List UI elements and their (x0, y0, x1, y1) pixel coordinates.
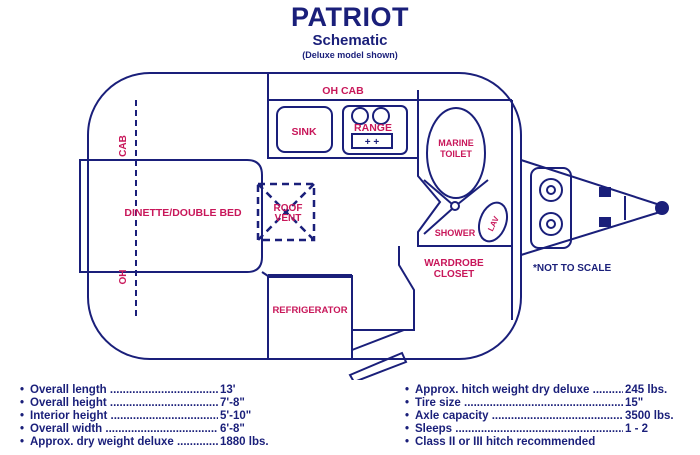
spec-row: •Axle capacity3500 lbs. (405, 410, 674, 423)
dinette-bed-outline (80, 159, 263, 273)
range-label: RANGE (354, 122, 392, 134)
spec-value: 1 - 2 (625, 423, 649, 435)
spec-label: Interior height (30, 410, 218, 423)
spec-value: 7'-8" (220, 397, 245, 409)
spec-label: Overall length (30, 384, 218, 397)
refrigerator-label: REFRIGERATOR (272, 305, 347, 316)
wardrobe-wall (352, 246, 415, 331)
shower-drain (450, 201, 460, 211)
spec-value: 15" (625, 397, 644, 409)
spec-row: •Class II or III hitch recommended (405, 436, 596, 448)
spec-value: 13' (220, 384, 236, 396)
roof-vent (256, 182, 316, 242)
dinette-end-panel (79, 159, 88, 273)
entry-step (351, 329, 405, 351)
marine-toilet-label-1: MARINE (438, 138, 474, 148)
jack-frame (530, 167, 572, 249)
spec-label: Tire size (415, 397, 623, 410)
hitch-ball (655, 201, 669, 215)
spec-label: Overall width (30, 423, 218, 436)
range-burner-symbols: + + (365, 137, 380, 148)
spec-label: Approx. hitch weight dry deluxe (415, 384, 623, 397)
door (348, 351, 408, 380)
page-title: PATRIOT (291, 2, 409, 32)
range-control-box (351, 133, 393, 149)
page-subtitle: Schematic (312, 32, 388, 49)
spec-value: 6'-8" (220, 423, 245, 435)
dinette-label: DINETTE/DOUBLE BED (124, 207, 242, 219)
shower-label: SHOWER (435, 228, 476, 238)
spec-row: •Overall height7'-8" (20, 397, 269, 410)
specs-left-list: •Overall length13' •Overall height7'-8" … (20, 384, 269, 449)
spec-value: 3500 lbs. (625, 410, 674, 422)
spec-row: •Approx. hitch weight dry deluxe245 lbs. (405, 384, 674, 397)
spec-row: •Approx. dry weight deluxe1880 lbs. (20, 436, 269, 449)
spec-value: 1880 lbs. (220, 436, 269, 448)
wardrobe-label-1: WARDROBE (424, 258, 484, 269)
safety-chain-block (599, 187, 611, 197)
spec-row: •Tire size15" (405, 397, 674, 410)
jack-wheel (539, 212, 563, 236)
spec-row: •Sleeps1 - 2 (405, 423, 674, 436)
safety-chain-block (599, 217, 611, 227)
lav-basin (477, 201, 509, 243)
specs-right-list: •Approx. hitch weight dry deluxe245 lbs.… (405, 384, 674, 449)
jack-wheel (539, 178, 563, 202)
range-burner (351, 107, 369, 125)
spec-row: •Overall length13' (20, 384, 269, 397)
spec-row: •Overall width6'-8" (20, 423, 269, 436)
sink-outline (276, 106, 333, 153)
spec-label: Axle capacity (415, 410, 623, 423)
toilet-bowl (426, 107, 486, 199)
trailer-outline (87, 72, 522, 360)
lav-label: LAV (486, 214, 501, 232)
oh-cab-label: OH CAB (322, 85, 364, 97)
cab-label: CAB (118, 135, 129, 157)
marine-toilet-label-2: TOILET (440, 149, 472, 159)
sink-label: SINK (291, 126, 317, 138)
range-burner (372, 107, 390, 125)
floor-plan-diagram: OH CAB SINK RANGE + + MARINE TOILET CAB … (79, 72, 669, 380)
bathroom-wall (417, 90, 512, 247)
roof-vent-label-2: VENT (275, 213, 302, 224)
range-outline (342, 105, 408, 155)
spec-value: 5'-10" (220, 410, 252, 422)
not-to-scale-note: *NOT TO SCALE (533, 263, 611, 274)
spec-label: Sleeps (415, 423, 623, 436)
spec-label: Class II or III hitch recommended (415, 436, 596, 448)
wardrobe-label-2: CLOSET (434, 269, 475, 280)
refrigerator-outline (267, 275, 353, 359)
spec-label: Approx. dry weight deluxe (30, 436, 218, 449)
spec-label: Overall height (30, 397, 218, 410)
spec-value: 245 lbs. (625, 384, 668, 396)
model-note: (Deluxe model shown) (302, 50, 398, 60)
roof-vent-label-1: ROOF (274, 203, 303, 214)
oh-label: OH (118, 270, 129, 285)
spec-row: •Interior height5'-10" (20, 410, 269, 423)
